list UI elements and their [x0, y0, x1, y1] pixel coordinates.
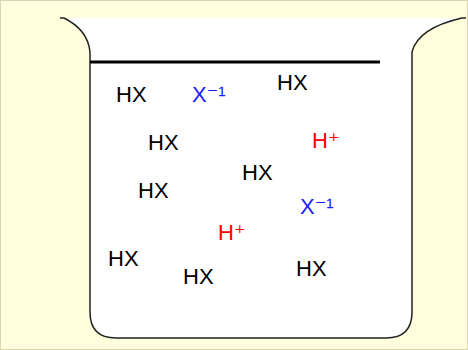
molecule-label: HX — [183, 266, 214, 288]
anion-label: X⁻¹ — [192, 84, 226, 106]
molecule-label: HX — [116, 84, 147, 106]
cation-label: H⁺ — [218, 222, 246, 244]
liquid-surface — [90, 61, 380, 64]
molecule-label: HX — [148, 132, 179, 154]
cation-label: H⁺ — [312, 130, 340, 152]
anion-label: X⁻¹ — [300, 196, 334, 218]
beaker-outline — [60, 18, 466, 338]
molecule-label: HX — [242, 162, 273, 184]
molecule-label: HX — [138, 180, 169, 202]
molecule-label: HX — [277, 72, 308, 94]
molecule-label: HX — [108, 248, 139, 270]
molecule-label: HX — [296, 258, 327, 280]
